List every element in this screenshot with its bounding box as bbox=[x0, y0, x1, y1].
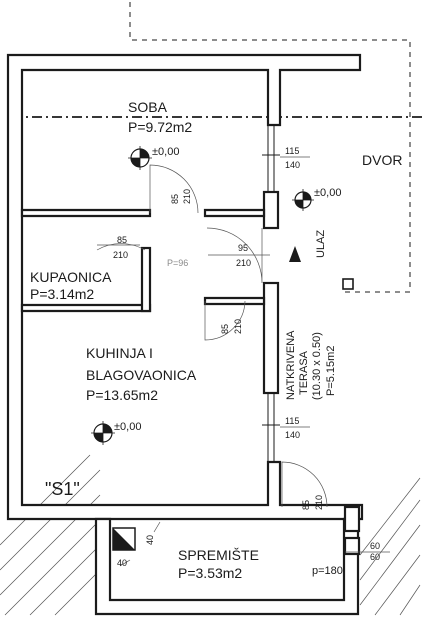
chimney-icon bbox=[112, 527, 136, 551]
dim-door-soba-h: 210 bbox=[182, 189, 192, 204]
level-marker-icon bbox=[128, 146, 152, 170]
hatch-right bbox=[359, 477, 421, 616]
interior-wall-kup-v bbox=[140, 246, 152, 313]
terrace-labels: NATKRIVENA TERASA (10.30 x 0.50) P=5.15m… bbox=[285, 330, 337, 400]
entrance-arrow-icon bbox=[289, 246, 301, 262]
dim-door-sprem-h: 210 bbox=[314, 495, 324, 510]
room-area-spremiste: P=3.53m2 bbox=[178, 565, 242, 581]
door-swings bbox=[96, 164, 328, 508]
level-kuhinja: ±0,00 bbox=[114, 421, 141, 433]
height-spremiste: p=180 bbox=[312, 565, 343, 577]
column-marker bbox=[342, 278, 354, 290]
level-soba: ±0,00 bbox=[152, 146, 179, 158]
dim-win2-w: 115 bbox=[285, 416, 299, 426]
room-name-kuhinja-2: BLAGOVAONICA bbox=[86, 367, 197, 383]
level-marker-icon bbox=[292, 189, 314, 211]
level-marker-icon bbox=[91, 421, 115, 445]
room-area-kupaonica: P=3.14m2 bbox=[30, 286, 94, 302]
wall-pier-2 bbox=[262, 281, 280, 395]
exterior-level: ±0,00 bbox=[314, 187, 341, 199]
hatch-left bbox=[0, 454, 101, 616]
terrace-size: (10.30 x 0.50) bbox=[311, 332, 323, 400]
dim-win2-h: 140 bbox=[285, 430, 300, 440]
terrace-area: P=5.15m2 bbox=[325, 346, 337, 396]
dimension-lines bbox=[97, 156, 390, 567]
dim-hall-h: 210 bbox=[236, 258, 251, 268]
wall-pier-1 bbox=[262, 190, 280, 230]
terrace-name-2: TERASA bbox=[298, 350, 310, 395]
interior-wall-soba-2 bbox=[203, 208, 266, 218]
room-name-soba: SOBA bbox=[128, 99, 168, 115]
room-name-kuhinja-1: KUHINJA I bbox=[86, 345, 153, 361]
exterior-label-dvor: DVOR bbox=[362, 152, 402, 168]
dim-door-soba-w: 85 bbox=[170, 194, 180, 204]
room-area-soba: P=9.72m2 bbox=[128, 119, 192, 135]
dim-p96: P=96 bbox=[167, 258, 188, 268]
interior-wall-kuh bbox=[203, 296, 266, 306]
dim-door-sprem-w: 85 bbox=[301, 500, 311, 510]
storage-window bbox=[343, 536, 361, 556]
unit-label: "S1" bbox=[45, 479, 80, 499]
interior-wall-soba bbox=[20, 208, 152, 218]
room-name-spremiste: SPREMIŠTE bbox=[178, 547, 259, 563]
window-lines bbox=[262, 125, 280, 462]
dim-win1-w: 115 bbox=[285, 146, 299, 156]
dim-chimney-a: 40 bbox=[145, 535, 155, 545]
dim-win-sprem-w: 60 bbox=[370, 541, 380, 551]
wall-pier-3 bbox=[343, 505, 361, 533]
dim-win1-h: 140 bbox=[285, 160, 300, 170]
dim-door-kup-h: 210 bbox=[113, 250, 128, 260]
dim-door-kuh-w: 85 bbox=[220, 324, 230, 334]
dim-chimney-b: 40 bbox=[117, 558, 127, 568]
terrace-name-1: NATKRIVENA bbox=[285, 330, 297, 400]
interior-wall-kup bbox=[20, 303, 152, 313]
eave-outline bbox=[129, 2, 411, 293]
dim-door-kup-w: 85 bbox=[117, 235, 127, 245]
room-name-kupaonica: KUPAONICA bbox=[30, 269, 112, 285]
dim-door-kuh-h: 210 bbox=[233, 319, 243, 334]
outer-wall bbox=[6, 53, 364, 521]
dim-win-sprem-h: 60 bbox=[370, 552, 380, 562]
room-area-kuhinja: P=13.65m2 bbox=[86, 387, 158, 403]
entrance-label: ULAZ bbox=[315, 230, 327, 258]
dim-hall-w: 95 bbox=[238, 243, 248, 253]
